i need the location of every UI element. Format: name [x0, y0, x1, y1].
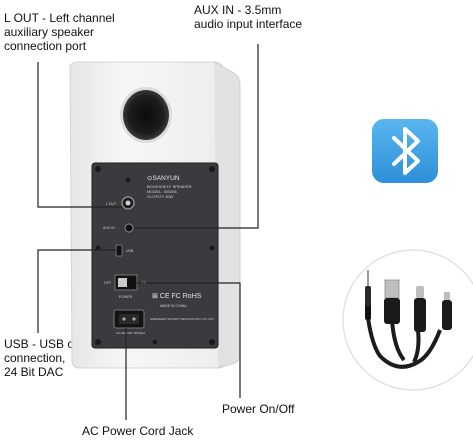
usb-cable-icon: [342, 249, 473, 391]
l-out-leader: [37, 62, 122, 208]
ac-jack: [113, 309, 145, 329]
bass-port: [120, 87, 172, 143]
panel-ac-rating: AC100-240V 50/60Hz: [116, 331, 146, 335]
panel-maker: SHENZHEN SUNWIN TECHNOLOGY CO.,LTD: [150, 317, 215, 321]
l-out-label: L OUT - Left channel auxiliary speaker c…: [4, 11, 115, 53]
panel-port-usb: USB: [126, 249, 134, 253]
panel-model-line-3: OUTPUT: 30W: [147, 194, 174, 199]
back-panel: [91, 162, 219, 349]
panel-port-l-out: L OUT: [106, 202, 117, 206]
aux-in-label: AUX IN - 3.5mm audio input interface: [194, 3, 303, 31]
l-out-port: [121, 196, 135, 210]
panel-port-aux: AUX IN: [103, 226, 115, 230]
panel-model-line-2: MODEL: SW208: [147, 189, 177, 194]
power-leader: [137, 282, 241, 398]
panel-model-line-1: BOOKSHELF SPEAKER: [147, 184, 192, 189]
panel-brand: ⊙SANYUN: [147, 175, 180, 182]
aux-in-leader: [135, 44, 259, 229]
panel-made-in: MADE IN CHINA: [160, 304, 187, 308]
panel-switch-off: OFF: [104, 281, 111, 285]
power-label: Power On/Off: [222, 402, 295, 416]
aux-in-port: [124, 223, 134, 233]
usb-leader: [37, 249, 116, 333]
panel-switch-label: POWER: [119, 295, 133, 299]
usb-port: [115, 244, 123, 257]
leader-lines: [37, 44, 259, 420]
panel-cert: ⊠ CE FC RoHS: [152, 293, 202, 300]
bluetooth-icon: [372, 119, 438, 183]
power-switch: [114, 274, 138, 291]
ac-power-label: AC Power Cord Jack: [82, 424, 194, 438]
